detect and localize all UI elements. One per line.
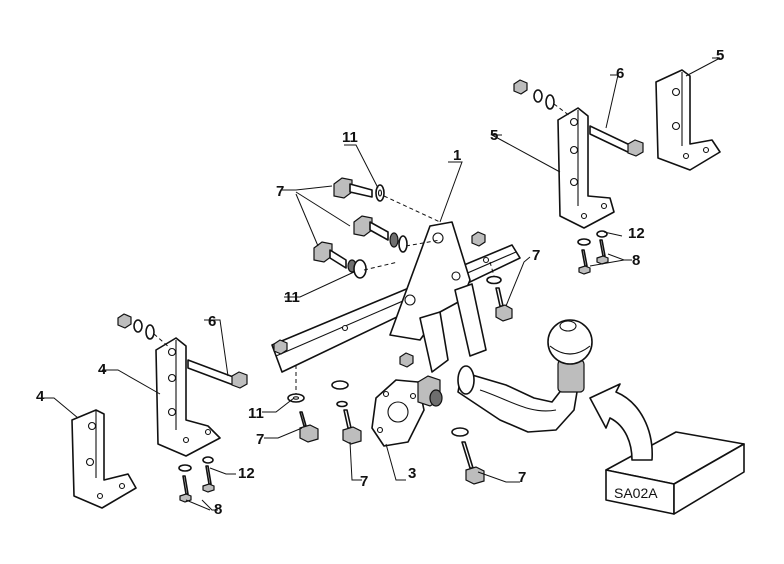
- bracket-part-4-left: [71, 313, 248, 509]
- part-number-labels: 1 11 7 11 7 5 6 5 12 8 6 4 4 12 8 11 7 7…: [36, 47, 724, 518]
- main-frame-part-1: [271, 221, 521, 373]
- label-part-12-right: 12: [628, 225, 645, 242]
- bolt-set-lower: [287, 261, 513, 485]
- tow-ball-neck: [457, 319, 593, 433]
- leader-lines: [40, 57, 721, 511]
- label-part-6-right: 6: [616, 65, 624, 82]
- socket-plate-part-3: [371, 375, 443, 447]
- bracket-part-5-right: [513, 69, 721, 275]
- label-part-4-mid: 4: [98, 361, 107, 378]
- curved-arrow: [589, 383, 653, 461]
- label-part-11-top: 11: [342, 129, 358, 146]
- label-part-7-right: 7: [532, 247, 540, 264]
- label-part-8-left: 8: [214, 501, 222, 518]
- bolt-set-upper: [313, 177, 441, 279]
- label-part-7-topleft: 7: [276, 183, 284, 200]
- label-part-7-bottomleft: 7: [256, 431, 264, 448]
- label-part-11-bottom: 11: [248, 405, 264, 422]
- label-part-4-left: 4: [36, 388, 45, 405]
- label-part-1: 1: [453, 147, 461, 164]
- kit-box: SA02A: [589, 383, 745, 515]
- label-part-5-top: 5: [716, 47, 724, 64]
- label-part-11-mid: 11: [284, 289, 300, 306]
- label-part-7-bottommid: 7: [360, 473, 368, 490]
- label-part-6-left: 6: [208, 313, 216, 330]
- label-part-8-right: 8: [632, 252, 640, 269]
- label-part-5-mid: 5: [490, 127, 498, 144]
- label-part-3: 3: [408, 465, 416, 482]
- label-part-7-bottomright: 7: [518, 469, 526, 486]
- box-code-label: SA02A: [614, 485, 658, 501]
- label-part-12-left: 12: [238, 465, 255, 482]
